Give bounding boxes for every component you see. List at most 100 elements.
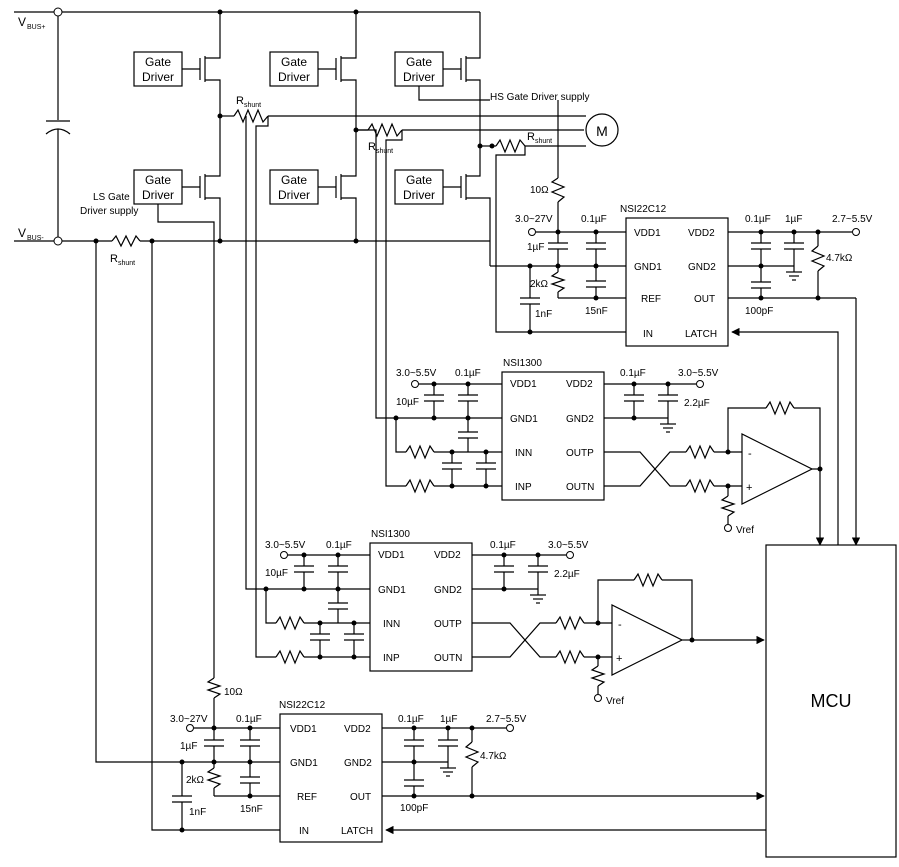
pin-label: LATCH [685, 329, 717, 340]
dc-bus: V BUS+ V BUS- R shunt [14, 7, 490, 267]
capacitor-label: 1µF [440, 714, 457, 725]
differential-amplifier [741, 433, 814, 505]
pin-label: GND2 [344, 758, 372, 769]
pin-label: VDD1 [290, 724, 317, 735]
gate-driver-box: Gate Driver [269, 169, 319, 205]
supply-voltage-label: 2.7~5.5V [832, 214, 873, 225]
capacitor-label: 0.1µF [581, 214, 607, 225]
gate-driver-box: Gate Driver [133, 169, 183, 205]
phase-c-shunt-resistor [495, 138, 526, 154]
capacitor-label: 10µF [265, 568, 288, 579]
phase-a-shunt-sub: shunt [244, 102, 261, 109]
differential-amplifier [611, 604, 684, 676]
resistor-label: 2kΩ [186, 775, 205, 786]
nsi22c12-chip [625, 217, 729, 347]
ls-supply-label: Driver supply [80, 206, 138, 217]
gate-driver-box: Gate Driver [394, 51, 444, 87]
capacitor-label: 1µF [785, 214, 802, 225]
capacitor-label: 1nF [189, 807, 206, 818]
gate-driver-label: Gate [281, 55, 307, 69]
pin-label: OUTN [566, 482, 594, 493]
mosfet-symbol [182, 100, 221, 241]
nsi1300-lower: NSI1300 VDD1 GND1 INN INP VDD2 GND2 OUTP… [245, 116, 765, 707]
nsi1300-chip [501, 371, 605, 501]
supply-voltage-label: 3.0~27V [515, 214, 553, 225]
pin-label: OUTP [434, 619, 462, 630]
resistor-label: 10Ω [530, 185, 549, 196]
pin-label: VDD1 [634, 228, 661, 239]
pin-label: VDD2 [344, 724, 371, 735]
input-resistor [405, 444, 435, 460]
vref-label: Vref [606, 696, 624, 707]
supply-voltage-label: 3.0~5.5V [396, 368, 437, 379]
gate-driver-box: Gate Driver [133, 51, 183, 87]
ls-supply-label: LS Gate [93, 192, 130, 203]
gate-driver-box: Gate Driver [269, 51, 319, 87]
pin-label: GND2 [688, 262, 716, 273]
phase-a-shunt-resistor [233, 108, 269, 124]
pin-label: IN [643, 329, 653, 340]
capacitor-label: 0.1µF [455, 368, 481, 379]
amp-plus-label: + [746, 482, 752, 494]
pin-label: REF [297, 792, 317, 803]
capacitor-label: 15nF [585, 306, 608, 317]
resistor-label: 10Ω [224, 687, 243, 698]
vbus-minus-sub: BUS- [27, 235, 44, 242]
supply-voltage-label: 2.7~5.5V [486, 714, 527, 725]
pin-label: VDD1 [378, 550, 405, 561]
vbus-minus-label: V [18, 226, 26, 240]
amp-plus-label: + [616, 653, 622, 665]
phase-b-shunt-label: R [368, 141, 376, 153]
resistor-label: 2kΩ [530, 279, 549, 290]
mosfet-symbol [182, 12, 221, 100]
pin-label: GND1 [510, 414, 538, 425]
resistor-label: 4.7kΩ [826, 253, 853, 264]
chip-title: NSI1300 [371, 529, 410, 540]
amp-input-resistor [555, 649, 585, 665]
pin-label: VDD1 [510, 379, 537, 390]
chip-title: NSI22C12 [279, 700, 326, 711]
pin-label: VDD2 [434, 550, 461, 561]
supply-voltage-label: 3.0~5.5V [678, 368, 719, 379]
pin-label: INP [515, 482, 532, 493]
input-resistor [275, 649, 305, 665]
gate-driver-label: Driver [278, 70, 310, 84]
capacitor-label: 0.1µF [326, 540, 352, 551]
capacitor-label: 2.2µF [554, 569, 580, 580]
nsi22c12-chip [279, 713, 383, 843]
chip-title: NSI1300 [503, 358, 542, 369]
amp-input-resistor [685, 478, 715, 494]
capacitor-label: 1µF [180, 741, 197, 752]
capacitor-label: 1µF [527, 242, 544, 253]
supply-voltage-label: 3.0~5.5V [548, 540, 589, 551]
capacitor-label: 0.1µF [620, 368, 646, 379]
pin-label: OUTN [434, 653, 462, 664]
phase-a-shunt-label: R [236, 95, 244, 107]
gate-driver-label: Driver [142, 188, 174, 202]
mcu-label: MCU [811, 691, 852, 711]
nsi1300-chip [369, 542, 473, 672]
nsi22c12-lower: NSI22C12 VDD1 GND1 REF IN VDD2 GND2 OUT … [95, 241, 766, 843]
pin-label: VDD2 [688, 228, 715, 239]
gate-driver-label: Driver [403, 188, 435, 202]
pin-label: INN [515, 448, 532, 459]
capacitor-label: 15nF [240, 804, 263, 815]
inverter-bridge: Gate Driver Gate Driver Gate Driver Gate… [80, 12, 619, 678]
pin-label: GND1 [378, 585, 406, 596]
pin-label: GND2 [434, 585, 462, 596]
pin-label: OUT [694, 294, 715, 305]
feedback-resistor [633, 572, 663, 588]
pin-label: OUTP [566, 448, 594, 459]
gate-driver-label: Gate [145, 55, 171, 69]
amp-minus-label: - [748, 448, 752, 460]
input-resistor [275, 615, 305, 631]
vref-label: Vref [736, 525, 754, 536]
mcu-block: MCU [765, 544, 897, 858]
capacitor-label: 0.1µF [745, 214, 771, 225]
supply-voltage-label: 3.0~5.5V [265, 540, 306, 551]
mosfet-symbol [318, 130, 357, 241]
amp-input-resistor [685, 444, 715, 460]
pin-label: INP [383, 653, 400, 664]
input-resistor [405, 478, 435, 494]
